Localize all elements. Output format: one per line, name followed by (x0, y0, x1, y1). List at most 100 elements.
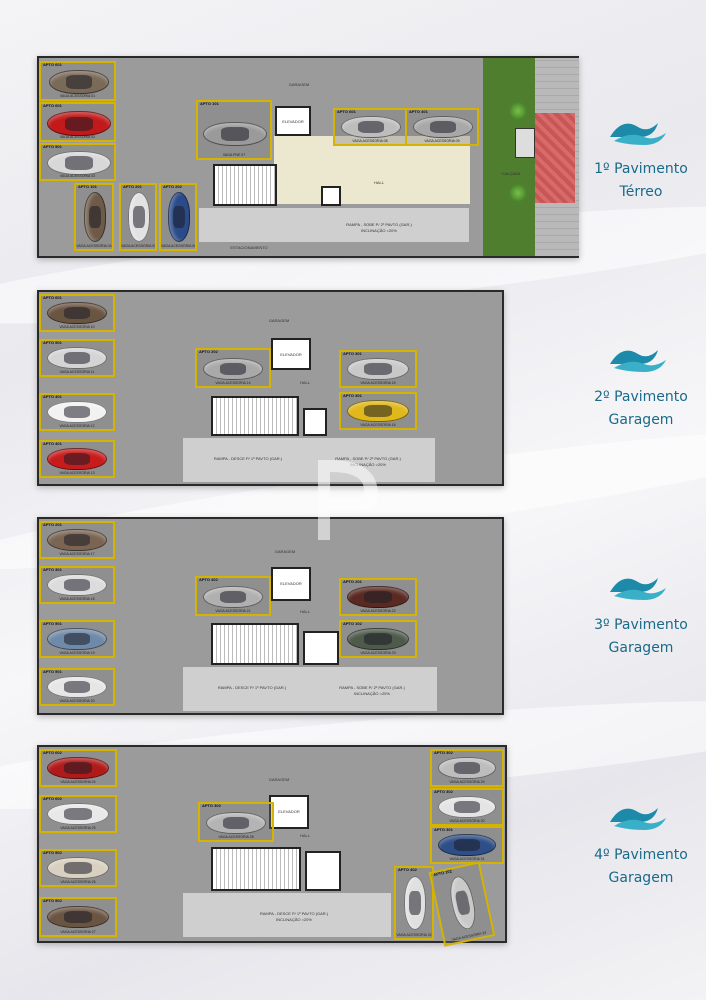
shaft-3 (303, 631, 339, 665)
hall-label-2: HALL (299, 380, 310, 385)
car-icon (347, 628, 409, 650)
car-icon (168, 192, 190, 242)
elevator-1 (275, 106, 311, 136)
ramp-incl-2: INCLINAÇÃO =20% (350, 462, 386, 467)
estacionamento-label: ESTACIONAMENTO (230, 245, 268, 250)
car-icon (347, 586, 409, 608)
stairs-3 (211, 623, 299, 665)
wave-logo-icon (610, 123, 666, 145)
stairs-1 (213, 164, 277, 206)
car-icon (47, 302, 107, 324)
floor-plan-1: CALÇADA HALL GARAGEM ELEVADOR RAMPA - SO… (37, 56, 579, 258)
ramp-2 (183, 438, 435, 482)
ramp-incl-3: INCLINAÇÃO =20% (354, 691, 390, 696)
hall-label-4: HALL (299, 833, 310, 838)
floor-label-4: 4º Pavimento Garagem (594, 847, 688, 886)
car-icon (47, 803, 109, 825)
hall-label: HALL (373, 180, 384, 185)
ramp-3 (183, 667, 437, 711)
calcada-label: CALÇADA (501, 171, 521, 176)
ramp-incl-4: INCLINAÇÃO =20% (276, 917, 312, 922)
car-icon (404, 876, 426, 930)
floor-plan-4: GARAGEM ELEVADOR HALL RAMPA - DESCE P/ 1… (37, 745, 507, 943)
shaft-1 (321, 186, 341, 206)
garagem-label-3: GARAGEM (274, 549, 296, 554)
car-icon (47, 574, 107, 596)
garagem-label-2: GARAGEM (268, 318, 290, 323)
car-icon (413, 116, 473, 138)
ramp-label-3b: RAMPA - SOBE P/ 2º PAVTO (GAR.) (339, 685, 405, 690)
ramp-4 (183, 893, 391, 937)
elevator-3 (271, 567, 311, 601)
car-icon (206, 812, 266, 834)
floor-label-1: 1º Pavimento Térreo (594, 161, 688, 200)
car-icon (203, 122, 267, 146)
stairs-4 (211, 847, 301, 891)
car-icon (203, 586, 263, 608)
tree-icon (509, 102, 527, 120)
car-icon (47, 151, 111, 175)
elevator-2 (271, 338, 311, 370)
bins (515, 128, 535, 158)
elevator-label-1: ELEVADOR (282, 119, 304, 124)
garagem-label-4: GARAGEM (268, 777, 290, 782)
car-icon (47, 857, 109, 879)
ramp-label-3a: RAMPA - DESCE P/ 1º PAVTO (GAR.) (217, 685, 287, 690)
shaft-4 (305, 851, 341, 891)
car-icon (203, 358, 263, 380)
car-icon (47, 757, 109, 779)
car-icon (47, 906, 109, 928)
car-icon (341, 116, 401, 138)
car-icon (49, 70, 109, 94)
floor-label-3: 3º Pavimento Garagem (594, 617, 688, 656)
wave-logo-icon (610, 350, 666, 372)
shaft-2 (303, 408, 327, 436)
car-icon (47, 347, 107, 369)
elevator-4 (269, 795, 309, 829)
car-icon (128, 192, 150, 242)
floor-label-2: 2º Pavimento Garagem (594, 389, 688, 428)
wave-logo-icon (610, 808, 666, 830)
car-icon (47, 448, 107, 470)
car-icon (47, 529, 107, 551)
ramp-label-4: RAMPA - DESCE P/ 1º PAVTO (GAR.) (259, 911, 329, 916)
car-icon (438, 757, 496, 779)
car-icon (47, 628, 107, 650)
elevator-label-2: ELEVADOR (280, 352, 302, 357)
car-icon (47, 111, 111, 136)
tree-icon (509, 184, 527, 202)
wave-logo-icon (610, 578, 666, 600)
